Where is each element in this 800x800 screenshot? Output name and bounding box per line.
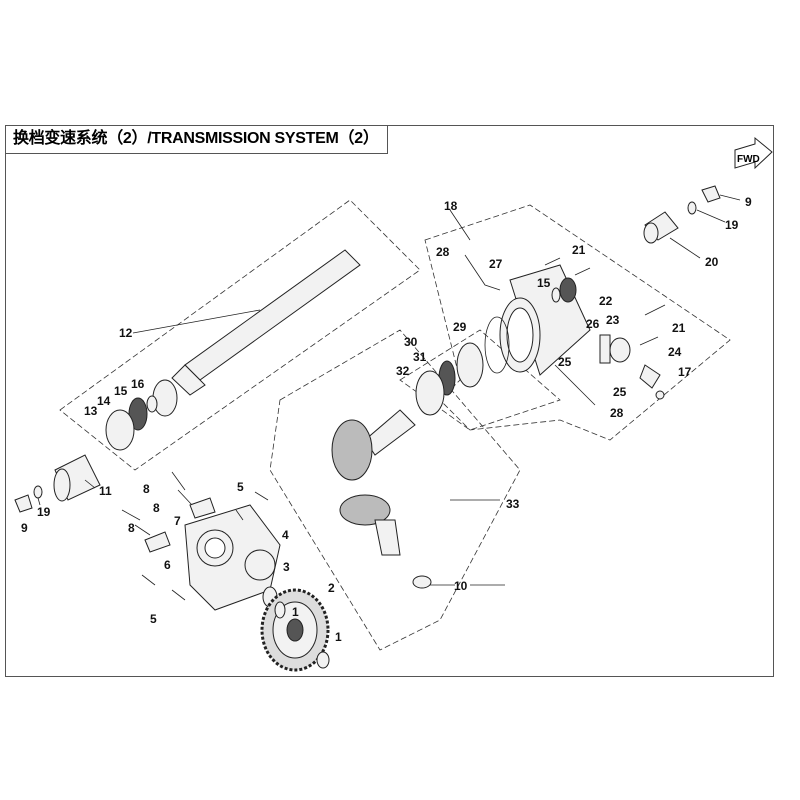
bolt-9r	[701, 185, 721, 203]
bolts-8	[121, 471, 193, 536]
circlip-1a	[274, 601, 286, 619]
callout-1: 1	[292, 605, 299, 619]
plate-7	[189, 497, 216, 519]
bracket-26	[599, 334, 611, 364]
callout-21: 21	[572, 243, 586, 257]
callout-11: 11	[99, 484, 112, 498]
callout-22: 22	[599, 294, 613, 308]
callout-18: 18	[444, 199, 458, 213]
callout-4: 4	[282, 528, 289, 542]
circlip-15	[146, 395, 158, 413]
callout-28: 28	[610, 406, 624, 420]
shaft-group-boundary	[59, 199, 421, 471]
callout-8: 8	[153, 501, 160, 515]
callout-8: 8	[128, 521, 135, 535]
bearing-13	[105, 409, 135, 451]
housing-inner-boundary	[399, 329, 561, 431]
callout-10: 10	[454, 579, 468, 593]
bevel-gear-lower	[339, 494, 401, 556]
callout-7: 7	[174, 514, 181, 528]
sensor-23	[609, 337, 631, 363]
callout-2: 2	[328, 581, 335, 595]
callout-29: 29	[453, 320, 467, 334]
callout-21: 21	[672, 321, 686, 335]
callout-30: 30	[404, 335, 418, 349]
bearing-30	[456, 342, 484, 388]
callout-27: 27	[489, 257, 503, 271]
switch-24	[639, 364, 661, 389]
callout-12: 12	[119, 326, 133, 340]
callout-15: 15	[537, 276, 551, 290]
screw-17	[655, 390, 665, 400]
callout-6: 6	[164, 558, 171, 572]
callout-9: 9	[745, 195, 752, 209]
callout-19: 19	[37, 505, 51, 519]
callout-5: 5	[237, 480, 244, 494]
plate-6	[144, 531, 171, 553]
callout-9: 9	[21, 521, 28, 535]
callout-5: 5	[150, 612, 157, 626]
main-shaft	[171, 249, 361, 396]
callout-28: 28	[436, 245, 450, 259]
bushing-20	[643, 211, 679, 244]
callout-33: 33	[506, 497, 520, 511]
diagram-title: 换档变速系统（2）/TRANSMISSION SYSTEM（2）	[5, 125, 388, 154]
callout-24: 24	[668, 345, 682, 359]
callout-14: 14	[97, 394, 111, 408]
fwd-label: FWD	[737, 154, 760, 165]
callout-26: 26	[586, 317, 600, 331]
washer-10	[412, 575, 432, 589]
bearing-32	[415, 370, 445, 416]
callouts: 12 13 14 15 16 11 19 9 8 8 8 7 6 5 5 4 3…	[21, 195, 752, 644]
callout-31: 31	[413, 350, 427, 364]
callout-32: 32	[396, 364, 410, 378]
callout-3: 3	[283, 560, 290, 574]
washer-19	[33, 485, 43, 499]
circlip-15r	[551, 287, 561, 303]
callout-20: 20	[705, 255, 719, 269]
bolt-9	[14, 494, 33, 513]
o-ring-29	[484, 316, 510, 374]
bushing-11	[53, 454, 101, 502]
callout-17: 17	[678, 365, 692, 379]
bearing-16	[152, 379, 178, 417]
callout-13: 13	[84, 404, 98, 418]
seal-22	[559, 277, 577, 303]
washer-19r	[687, 201, 697, 215]
callout-15: 15	[114, 384, 128, 398]
callout-19: 19	[725, 218, 739, 232]
circlip-1b	[316, 651, 330, 669]
bolts-21	[544, 257, 666, 346]
callout-16: 16	[131, 377, 145, 391]
callout-25: 25	[613, 385, 627, 399]
callout-23: 23	[606, 313, 620, 327]
bolts-5	[141, 491, 269, 601]
gearbox-housing	[184, 504, 281, 611]
bevel-gear-upper	[331, 409, 416, 481]
callout-1: 1	[335, 630, 342, 644]
leader-lines	[37, 194, 741, 586]
fwd-arrow-icon: FWD	[734, 136, 773, 170]
shift-fork-28a	[464, 254, 501, 291]
callout-25: 25	[558, 355, 572, 369]
diagram-frame	[5, 125, 774, 677]
shift-fork-28b	[554, 364, 596, 406]
callout-8: 8	[143, 482, 150, 496]
gear-group-boundary	[269, 329, 521, 651]
